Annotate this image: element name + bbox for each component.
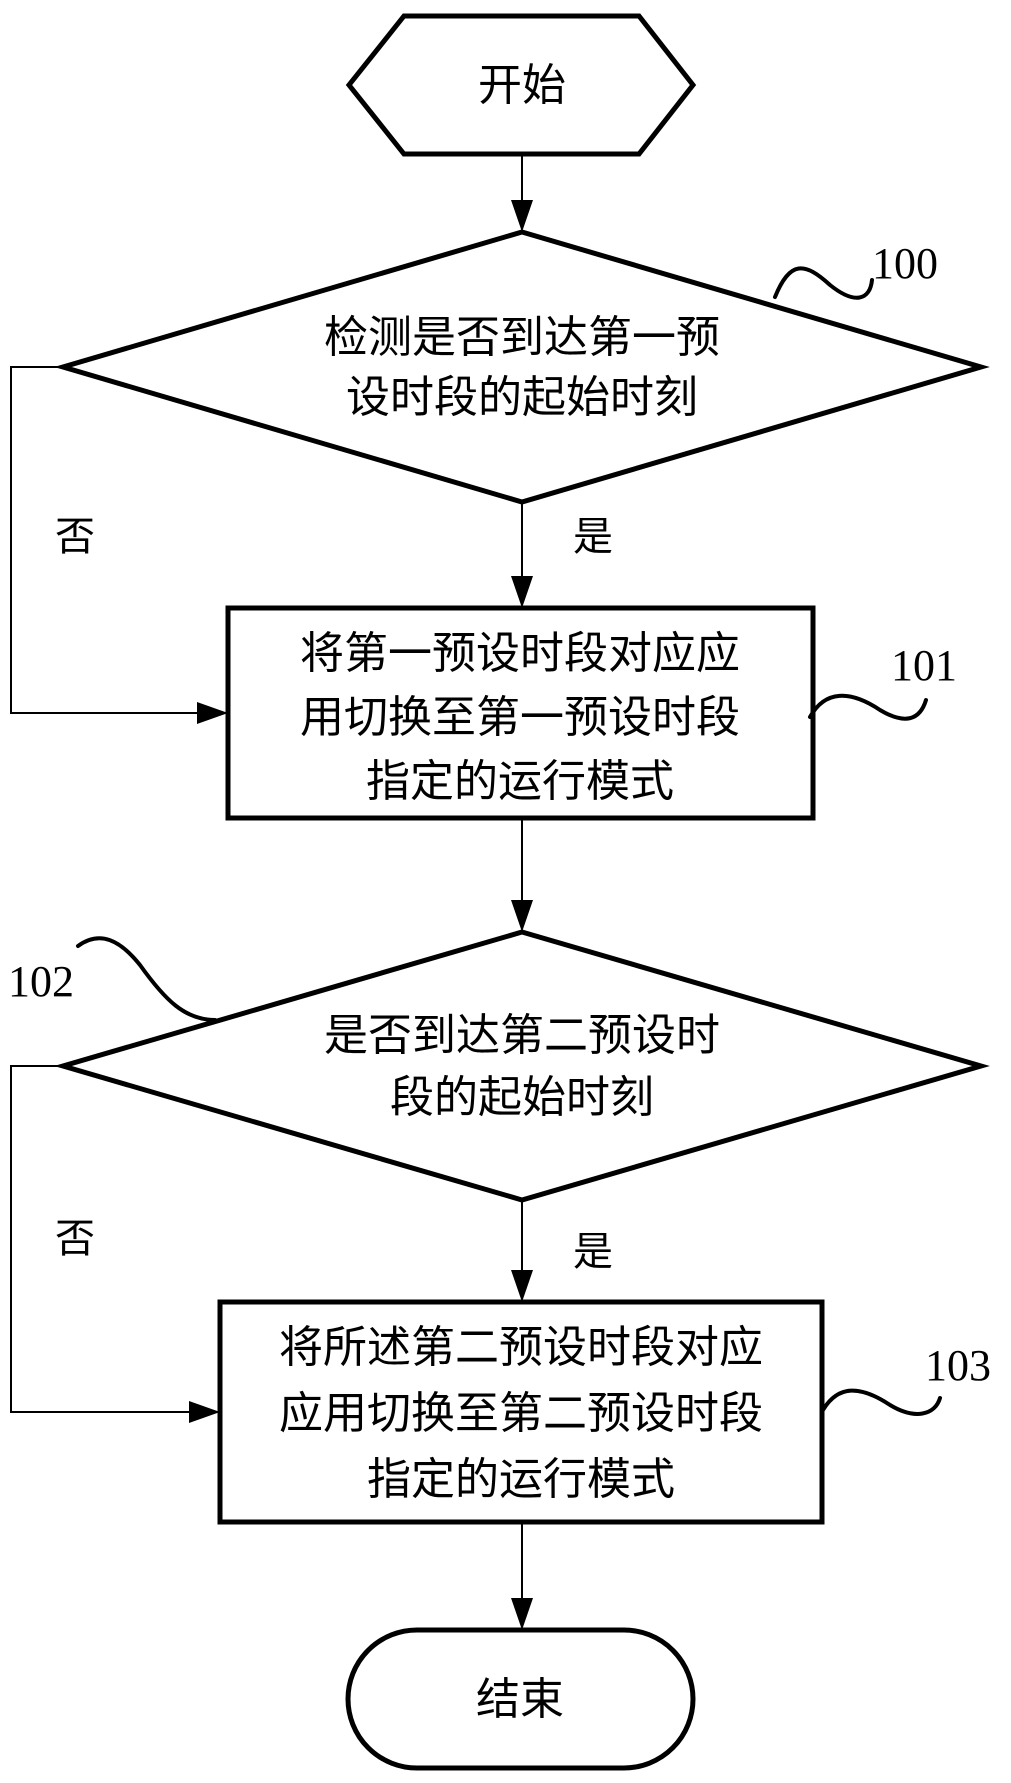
arrowhead-icon	[189, 1401, 220, 1423]
process-1-line-2: 用切换至第一预设时段	[300, 692, 740, 743]
process-2-line-1: 将所述第二预设时段对应	[279, 1322, 763, 1373]
decision-1-line-1: 检测是否到达第一预	[324, 312, 720, 363]
ref-102-leader	[76, 936, 217, 1022]
end-node: 结束	[345, 1627, 696, 1771]
start-node: 开始	[345, 13, 697, 157]
arrowhead-icon	[511, 576, 533, 608]
ref-103-label: 103	[925, 1341, 991, 1390]
decision-1-line-2: 设时段的起始时刻	[346, 372, 698, 423]
start-hexagon	[345, 13, 697, 157]
end-label: 结束	[476, 1674, 564, 1725]
ref-102-label: 102	[8, 957, 74, 1006]
ref-101-label: 101	[891, 641, 957, 690]
decision-2-no-label: 否	[55, 1216, 95, 1262]
decision-2-diamond	[54, 929, 990, 1203]
process-1-node: 将第一预设时段对应应 用切换至第一预设时段 指定的运行模式	[225, 605, 816, 821]
decision-2-node: 是否到达第二预设时 段的起始时刻	[54, 929, 990, 1203]
process-2-node: 将所述第二预设时段对应 应用切换至第二预设时段 指定的运行模式	[217, 1299, 825, 1525]
process-2-line-3: 指定的运行模式	[367, 1454, 675, 1505]
arrowhead-icon	[511, 1270, 533, 1302]
ref-100-leader	[773, 266, 874, 300]
decision-2-line-1: 是否到达第二预设时	[324, 1010, 720, 1061]
decision-1-node: 检测是否到达第一预 设时段的起始时刻	[54, 229, 990, 505]
arrowhead-icon	[197, 702, 228, 724]
connector-decision1-no	[10, 366, 200, 714]
arrowhead-icon	[511, 1598, 533, 1630]
process-1-line-1: 将第一预设时段对应应	[300, 628, 740, 679]
decision-2-line-2: 段的起始时刻	[390, 1072, 654, 1123]
ref-103-leader	[821, 1388, 942, 1416]
start-label: 开始	[478, 60, 566, 111]
ref-100-label: 100	[872, 239, 938, 288]
ref-101-leader	[808, 693, 928, 721]
process-2-line-2: 应用切换至第二预设时段	[279, 1388, 763, 1439]
decision-1-no-label: 否	[55, 514, 95, 560]
arrowhead-icon	[511, 200, 533, 232]
decision-2-yes-label: 是	[573, 1229, 613, 1275]
arrowhead-icon	[511, 900, 533, 932]
decision-1-yes-label: 是	[573, 514, 613, 560]
connector-decision2-no	[10, 1065, 192, 1413]
decision-1-diamond	[54, 229, 990, 505]
process-1-box	[225, 605, 816, 821]
end-terminator	[345, 1627, 696, 1771]
process-2-box	[217, 1299, 825, 1525]
process-1-line-3: 指定的运行模式	[366, 756, 674, 807]
